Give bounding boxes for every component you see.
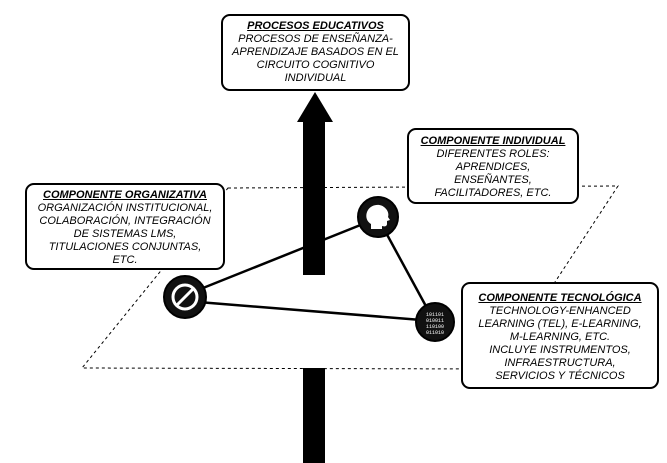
connector-organizativa-tecnologica: [197, 300, 435, 323]
arrow-shaft-lower: [303, 368, 325, 463]
svg-text:011010: 011010: [426, 330, 444, 336]
connector-individual-organizativa: [197, 216, 379, 292]
svg-text:110100: 110100: [426, 324, 444, 330]
svg-text:010011: 010011: [426, 318, 444, 324]
head-profile-icon: [357, 196, 399, 238]
box-title: COMPONENTE INDIVIDUAL: [420, 135, 566, 147]
box-body: ORGANIZACIÓN INSTITUCIONAL, COLABORACIÓN…: [37, 202, 213, 266]
prohibited-sign-icon: [163, 275, 207, 319]
arrow-shaft-upper: [303, 120, 325, 275]
box-componente-organizativa: COMPONENTE ORGANIZATIVA ORGANIZACIÓN INS…: [25, 183, 225, 270]
svg-text:101101: 101101: [426, 312, 444, 318]
binary-data-icon: 101101 010011 110100 011010: [415, 302, 455, 342]
box-body: TECHNOLOGY-ENHANCED LEARNING (TEL), E-LE…: [478, 305, 642, 382]
box-body: DIFERENTES ROLES: APRENDICES, ENSEÑANTES…: [434, 148, 552, 199]
box-componente-individual: COMPONENTE INDIVIDUAL DIFERENTES ROLES: …: [407, 128, 579, 204]
box-title: COMPONENTE TECNOLÓGICA: [478, 292, 642, 304]
box-componente-tecnologica: COMPONENTE TECNOLÓGICA TECHNOLOGY-ENHANC…: [461, 282, 659, 389]
box-title: PROCESOS EDUCATIVOS: [247, 20, 384, 32]
box-procesos-educativos: PROCESOS EDUCATIVOS PROCESOS DE ENSEÑANZ…: [221, 14, 410, 91]
box-body: PROCESOS DE ENSEÑANZA- APRENDIZAJE BASAD…: [232, 33, 399, 84]
arrow-head: [297, 92, 333, 122]
box-title: COMPONENTE ORGANIZATIVA: [43, 189, 207, 201]
